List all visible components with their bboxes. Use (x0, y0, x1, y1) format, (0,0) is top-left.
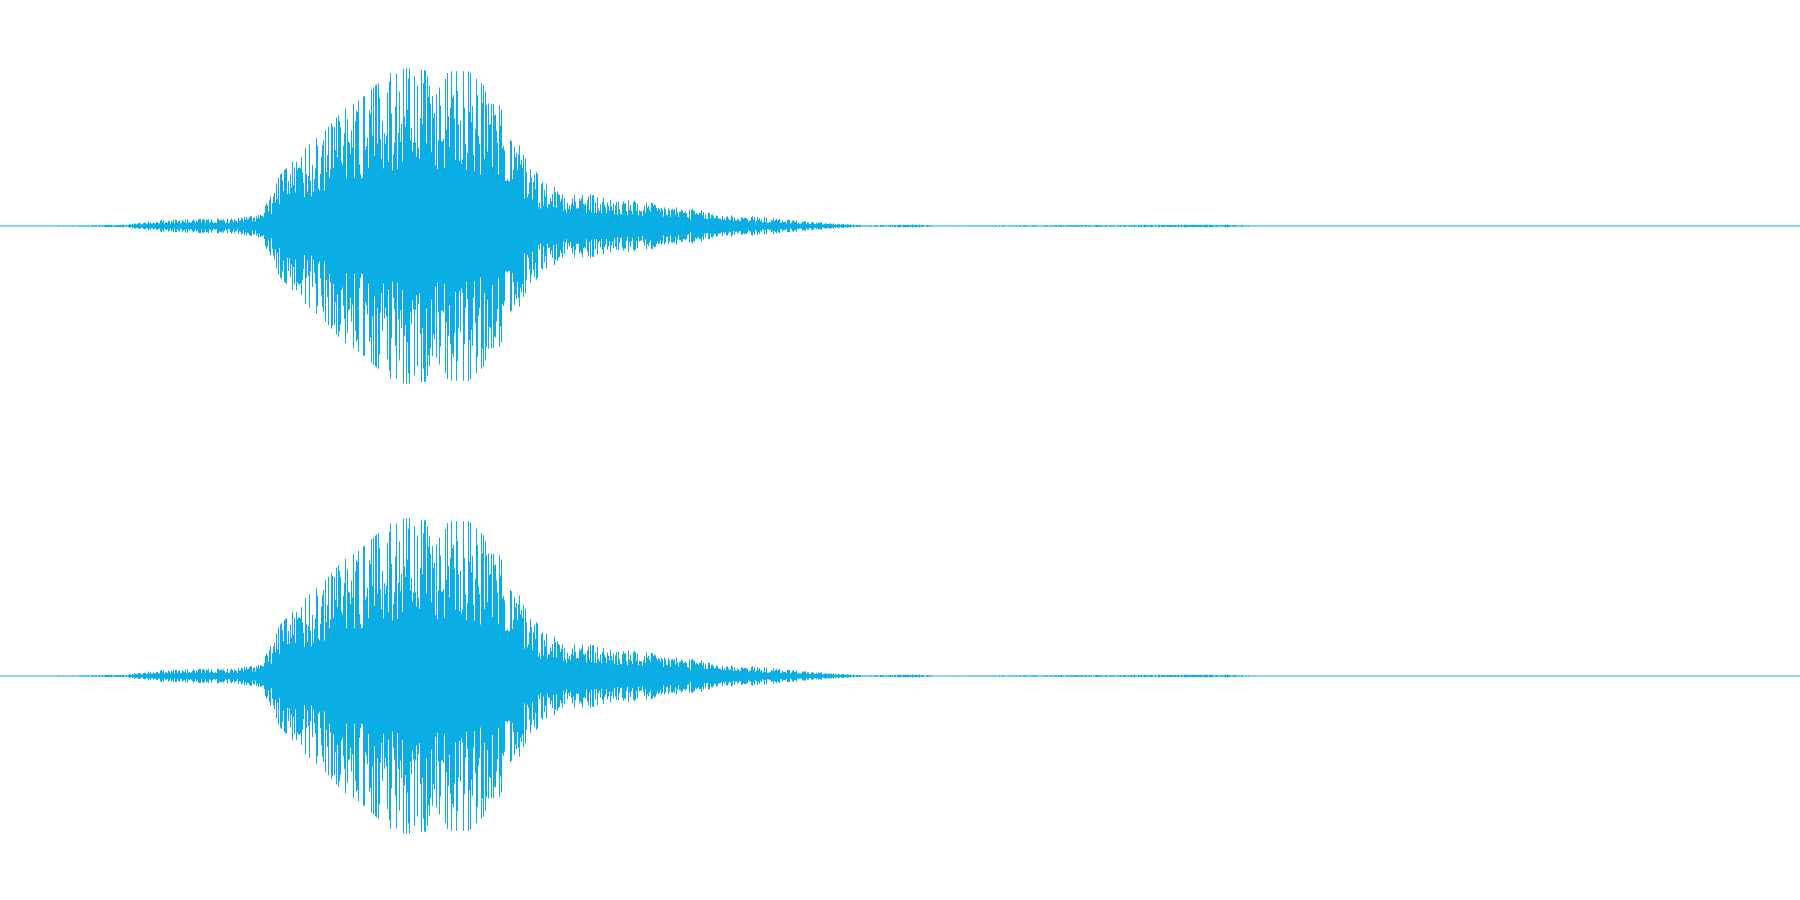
waveform-signal (0, 68, 1800, 384)
waveform-channel-bottom (0, 518, 1800, 834)
waveform-channel-top (0, 68, 1800, 384)
waveform-signal (0, 518, 1800, 834)
